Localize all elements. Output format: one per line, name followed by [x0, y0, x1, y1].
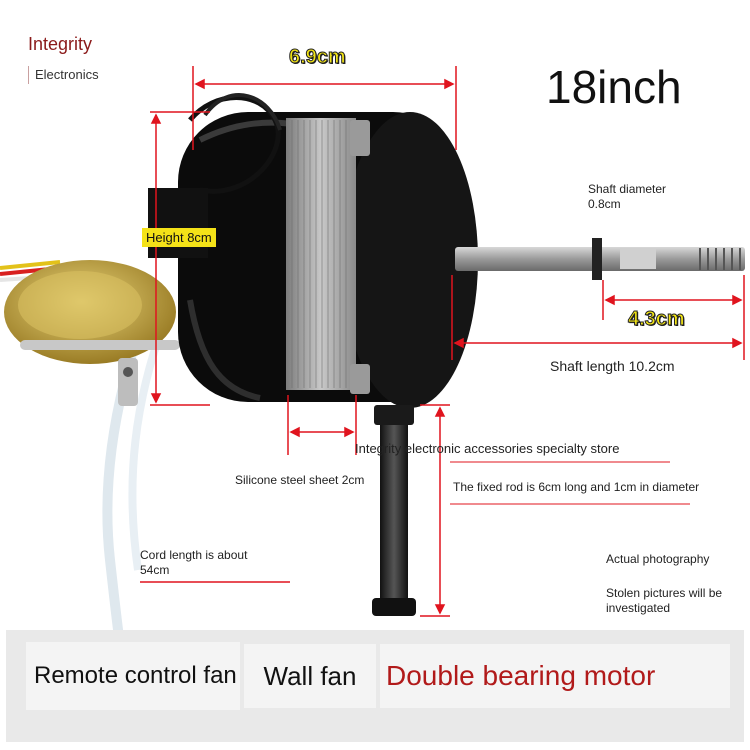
- shaft-diameter-label: Shaft diameter 0.8cm: [588, 182, 667, 211]
- fixed-rod-label: The fixed rod is 6cm long and 1cm in dia…: [453, 480, 700, 494]
- brand-name: Integrity: [28, 34, 93, 54]
- feature-wall-fan: Wall fan: [244, 644, 376, 708]
- stolen-note: Stolen pictures will be investigated: [606, 586, 723, 615]
- fan-size-label: 18inch: [546, 61, 682, 113]
- actual-photo-note: Actual photography: [606, 552, 710, 566]
- store-name: Integrity electronic accessories special…: [355, 441, 620, 456]
- height-label: Height 8cm: [142, 228, 216, 247]
- brand-subtitle: Electronics: [28, 66, 115, 84]
- shaft-tip-label: 4.3cm: [628, 308, 686, 331]
- fixed-rod: [380, 405, 408, 615]
- silicone-sheet-label: Silicone steel sheet 2cm: [235, 473, 365, 487]
- feature-remote-control: Remote control fan: [26, 642, 240, 710]
- width-label: 6.9cm: [289, 46, 347, 69]
- cord-length-label: Cord length is about 54cm: [140, 548, 248, 577]
- shaft-length-label: Shaft length 10.2cm: [550, 358, 675, 374]
- feature-double-bearing: Double bearing motor: [380, 644, 730, 708]
